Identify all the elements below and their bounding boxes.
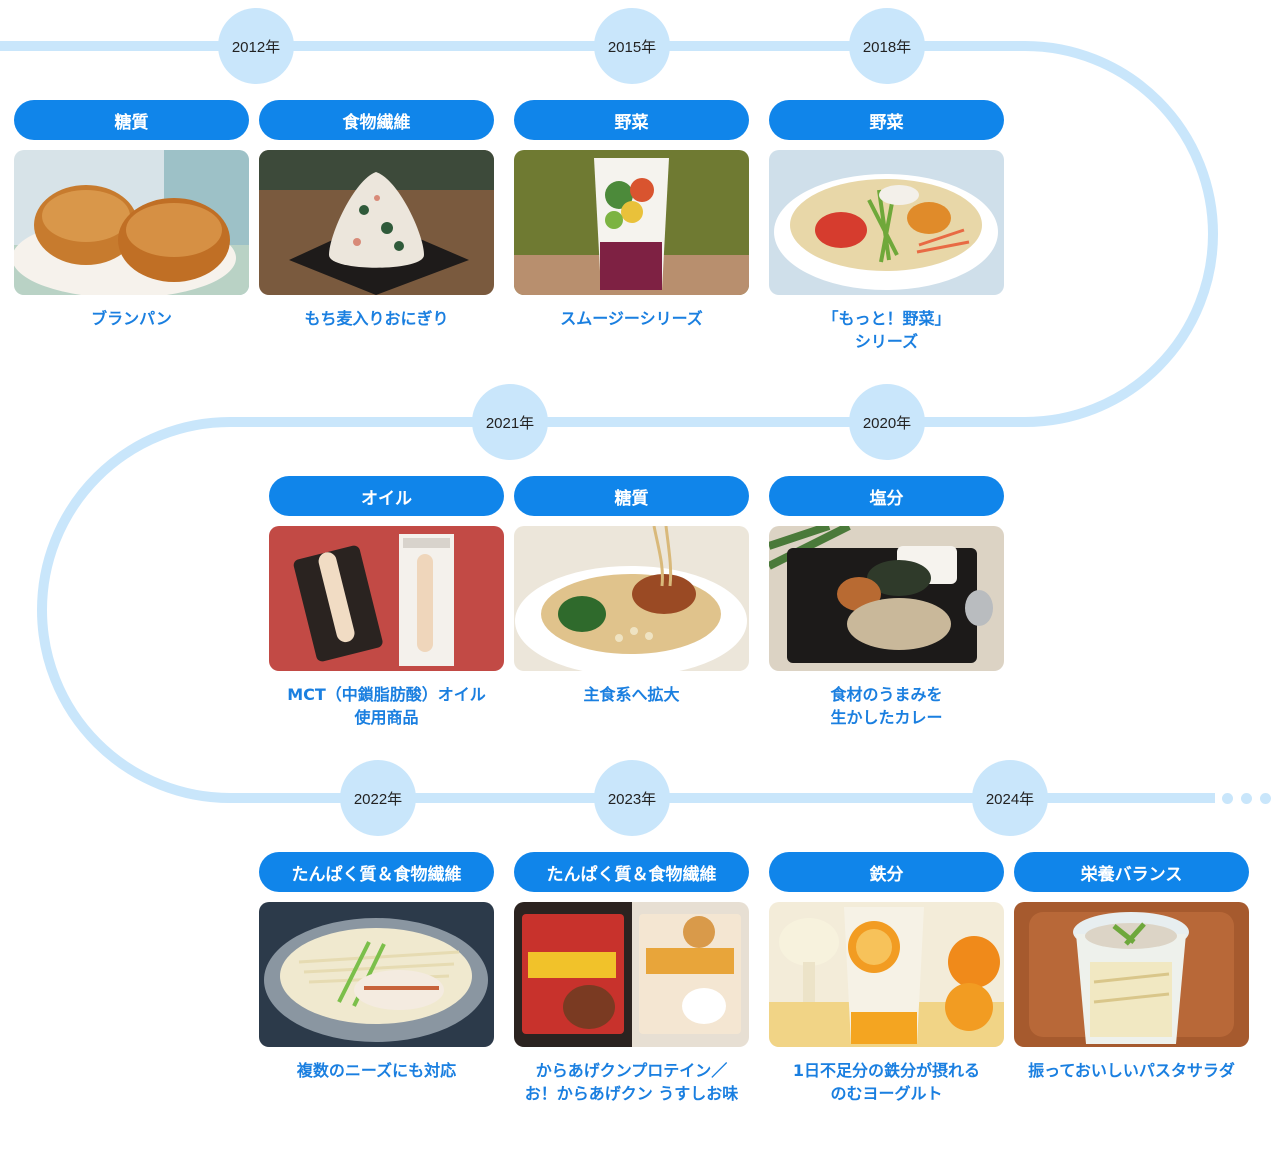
continuation-dot	[1260, 793, 1271, 804]
year-marker-2023: 2023年	[594, 760, 670, 836]
category-badge: 塩分	[769, 476, 1004, 516]
onigiri-photo	[259, 150, 494, 295]
smoothie-photo	[514, 150, 749, 295]
timeline-item: 糖質 主食系へ拡大	[514, 476, 749, 706]
item-caption: 振っておいしいパスタサラダ	[1028, 1061, 1235, 1080]
item-caption: 食材のうまみを生かしたカレー	[830, 685, 943, 727]
timeline-item: 野菜 「もっと！野菜」シリーズ	[769, 100, 1004, 353]
category-badge: 野菜	[514, 100, 749, 140]
continuation-dot	[1222, 793, 1233, 804]
item-caption: スムージーシリーズ	[560, 309, 703, 328]
item-caption: 複数のニーズにも対応	[296, 1061, 457, 1080]
bran-bread-photo	[14, 150, 249, 295]
karaage-kun-photo	[514, 902, 749, 1047]
year-marker-2015: 2015年	[594, 8, 670, 84]
continuation-dot	[1241, 793, 1252, 804]
year-marker-2021: 2021年	[472, 384, 548, 460]
year-marker-2018: 2018年	[849, 8, 925, 84]
timeline-item: 野菜 スムージーシリーズ	[514, 100, 749, 330]
curry-photo	[769, 526, 1004, 671]
salad-photo	[769, 150, 1004, 295]
category-badge: たんぱく質＆食物繊維	[514, 852, 749, 892]
yogurt-drink-photo	[769, 902, 1004, 1047]
category-badge: オイル	[269, 476, 504, 516]
mct-sausage-photo	[269, 526, 504, 671]
timeline-item: オイル MCT（中鎖脂肪酸）オイル使用商品	[269, 476, 504, 729]
timeline-item: 鉄分 1日不足分の鉄分が摂れるのむヨーグルト	[769, 852, 1004, 1105]
category-badge: 糖質	[514, 476, 749, 516]
category-badge: たんぱく質＆食物繊維	[259, 852, 494, 892]
category-badge: 野菜	[769, 100, 1004, 140]
timeline-item: 糖質 ブランパン	[14, 100, 249, 330]
item-caption: からあげクンプロテイン／お！からあげクン うすしお味	[524, 1061, 739, 1103]
category-badge: 食物繊維	[259, 100, 494, 140]
timeline-item: 食物繊維 もち麦入りおにぎり	[259, 100, 494, 330]
year-marker-2020: 2020年	[849, 384, 925, 460]
item-caption: もち麦入りおにぎり	[304, 309, 449, 328]
item-caption: MCT（中鎖脂肪酸）オイル使用商品	[287, 685, 486, 727]
item-caption: 1日不足分の鉄分が摂れるのむヨーグルト	[792, 1061, 981, 1103]
timeline-item: たんぱく質＆食物繊維 からあげクンプロテイン／お！からあげクン うすしお味	[514, 852, 749, 1105]
year-marker-2024: 2024年	[972, 760, 1048, 836]
timeline-item: 栄養バランス 振っておいしいパスタサラダ	[1014, 852, 1249, 1082]
category-badge: 鉄分	[769, 852, 1004, 892]
chicken-noodle-photo	[259, 902, 494, 1047]
category-badge: 栄養バランス	[1014, 852, 1249, 892]
timeline-item: 塩分 食材のうまみを生かしたカレー	[769, 476, 1004, 729]
item-caption: 主食系へ拡大	[583, 685, 680, 704]
year-marker-2012: 2012年	[218, 8, 294, 84]
category-badge: 糖質	[14, 100, 249, 140]
item-caption: 「もっと！野菜」シリーズ	[822, 309, 951, 351]
item-caption: ブランパン	[91, 309, 172, 328]
pasta-salad-photo	[1014, 902, 1249, 1047]
year-marker-2022: 2022年	[340, 760, 416, 836]
noodle-photo	[514, 526, 749, 671]
timeline-item: たんぱく質＆食物繊維 複数のニーズにも対応	[259, 852, 494, 1082]
